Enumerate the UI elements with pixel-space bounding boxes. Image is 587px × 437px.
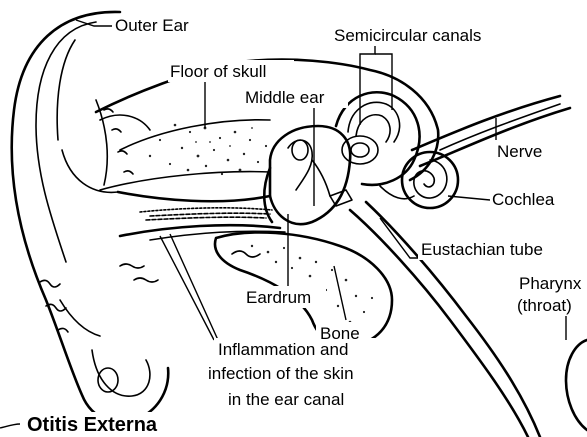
- label-outer-ear: Outer Ear: [115, 16, 189, 35]
- label-eustachian-tube: Eustachian tube: [421, 240, 543, 259]
- label-floor-of-skull: Floor of skull: [170, 62, 266, 81]
- label-middle-ear: Middle ear: [245, 88, 325, 107]
- middle-ear-drawing: [264, 126, 352, 224]
- label-inflammation-line-1: Inflammation and: [218, 340, 348, 359]
- eustachian-tube-drawing: [350, 202, 587, 437]
- label-cochlea: Cochlea: [492, 190, 555, 209]
- diagram-caption: Otitis Externa: [27, 414, 158, 436]
- label-inflammation-line-3: in the ear canal: [228, 390, 344, 409]
- label-pharynx: Pharynx: [519, 274, 582, 293]
- label-throat: (throat): [517, 296, 572, 315]
- label-semicircular-canals: Semicircular canals: [334, 26, 481, 45]
- label-eardrum: Eardrum: [246, 288, 311, 307]
- label-nerve: Nerve: [497, 142, 542, 161]
- label-inflammation-line-2: infection of the skin: [208, 364, 354, 383]
- bone-texture: [251, 245, 373, 324]
- outer-ear-drawing: [12, 12, 168, 422]
- skull-bone-texture: [149, 124, 267, 175]
